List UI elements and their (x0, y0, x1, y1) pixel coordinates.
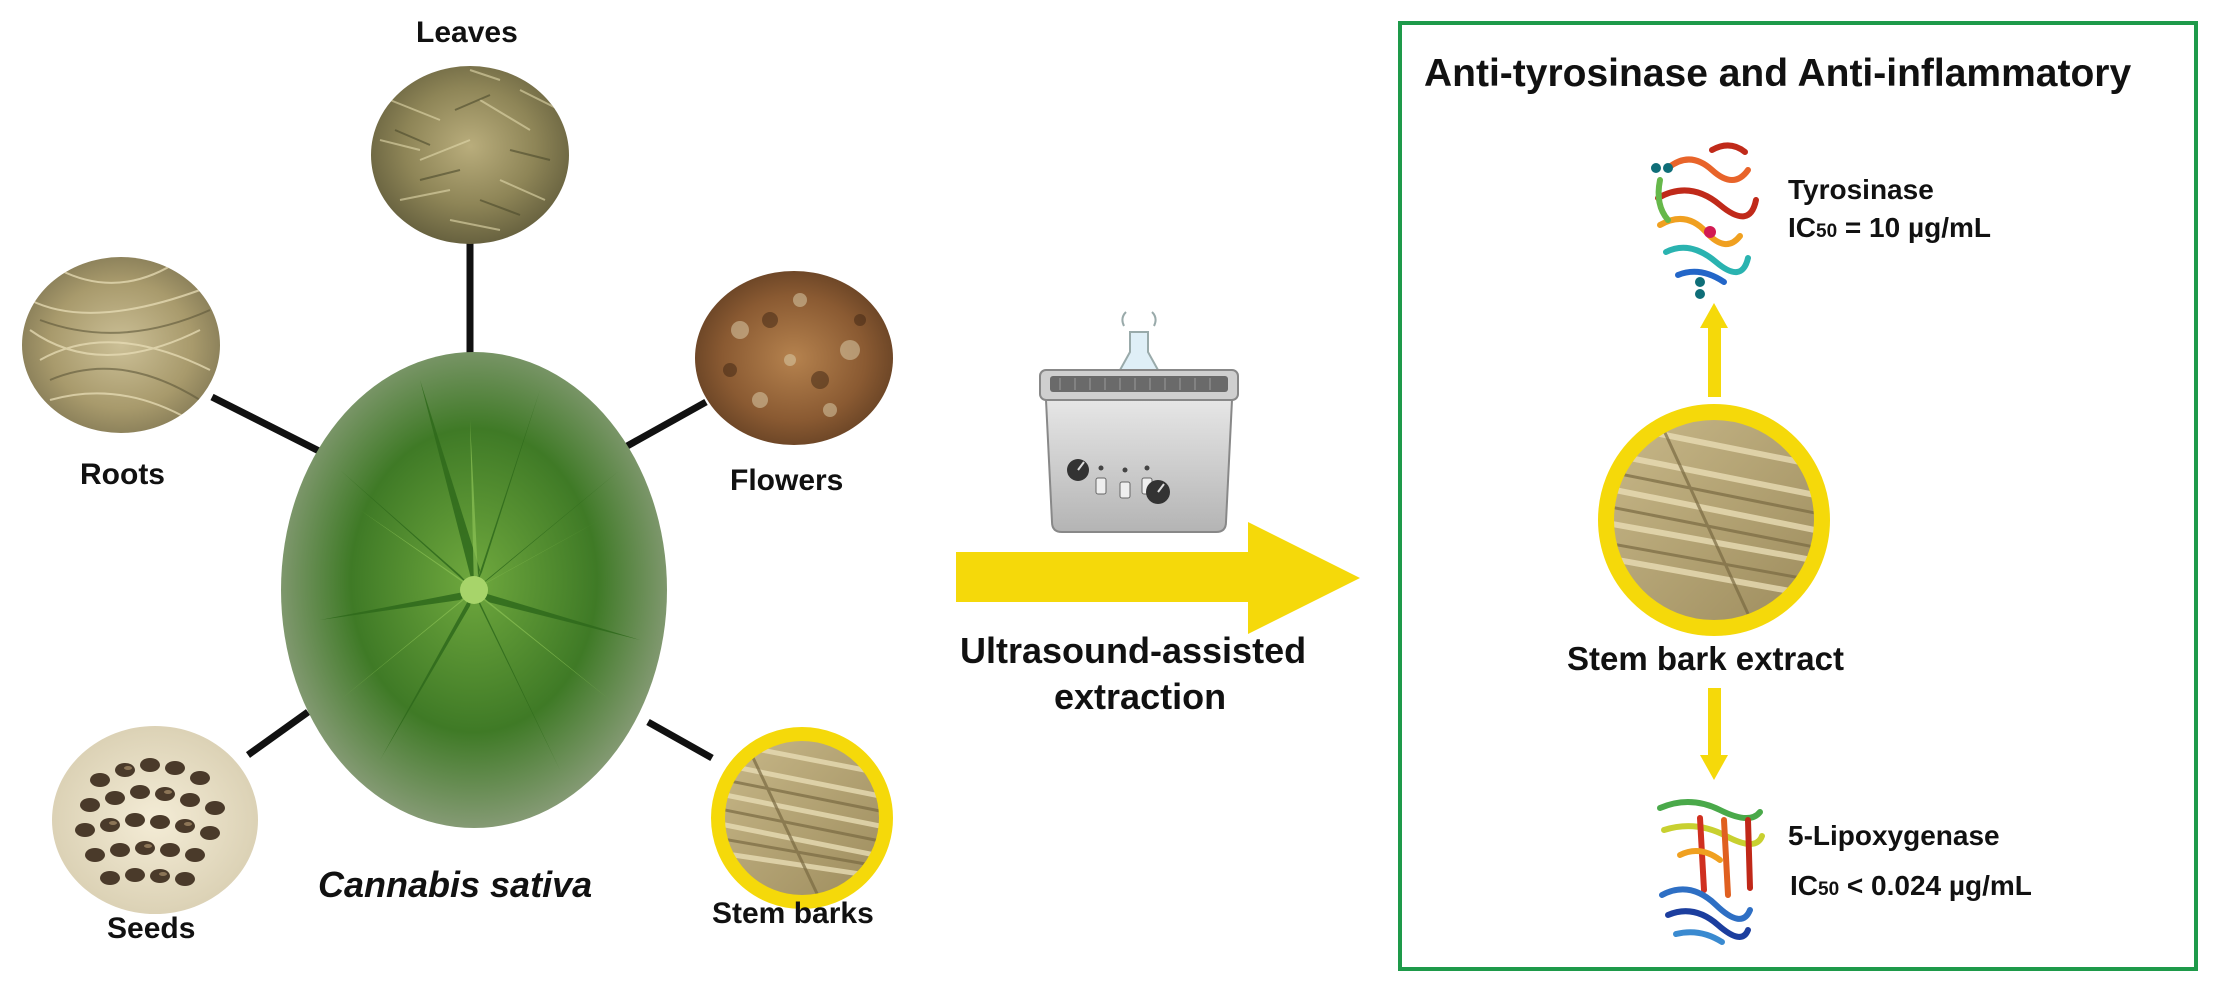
arrow-up-tyrosinase (1700, 303, 1728, 397)
label-cannabis-sativa: Cannabis sativa (318, 864, 593, 905)
tyrosinase-ic50: IC50 = 10 µg/mL (1788, 212, 1991, 243)
connector-stem-barks (646, 718, 714, 762)
tyrosinase-protein-structure (1651, 142, 1759, 299)
label-roots: Roots (80, 458, 165, 491)
label-flowers: Flowers (730, 464, 844, 497)
process-label-line2: extraction (1054, 676, 1227, 717)
lipoxygenase-protein-structure (1657, 798, 1765, 945)
stem-barks-photo (711, 727, 893, 909)
label-seeds: Seeds (107, 912, 196, 945)
process-label-line1: Ultrasound-assisted (960, 630, 1307, 671)
connector-seeds (245, 709, 311, 758)
main-process-arrow (956, 522, 1360, 634)
connector-roots (210, 393, 323, 456)
lipoxygenase-name: 5-Lipoxygenase (1788, 820, 2000, 851)
connector-lines (210, 242, 714, 762)
stem-bark-extract-photo (1598, 404, 1830, 636)
leaves-photo (371, 66, 569, 244)
results-panel (1398, 21, 2198, 971)
cannabis-plant-photo (281, 352, 667, 828)
lipoxygenase-ic50: IC50 < 0.024 µg/mL (1790, 870, 2032, 901)
ultrasonic-bath-illustration (1039, 311, 1239, 533)
connector-flowers (618, 398, 708, 454)
seeds-photo (52, 726, 258, 914)
roots-photo (22, 257, 220, 433)
label-stem-barks: Stem barks (712, 897, 874, 930)
stem-bark-extract-label: Stem bark extract (1567, 640, 1844, 677)
arrow-down-lipoxygenase (1700, 688, 1728, 780)
flowers-photo (695, 271, 893, 445)
label-leaves: Leaves (416, 16, 518, 49)
tyrosinase-name: Tyrosinase (1788, 174, 1934, 205)
panel-title: Anti-tyrosinase and Anti-inflammatory (1424, 52, 2132, 95)
